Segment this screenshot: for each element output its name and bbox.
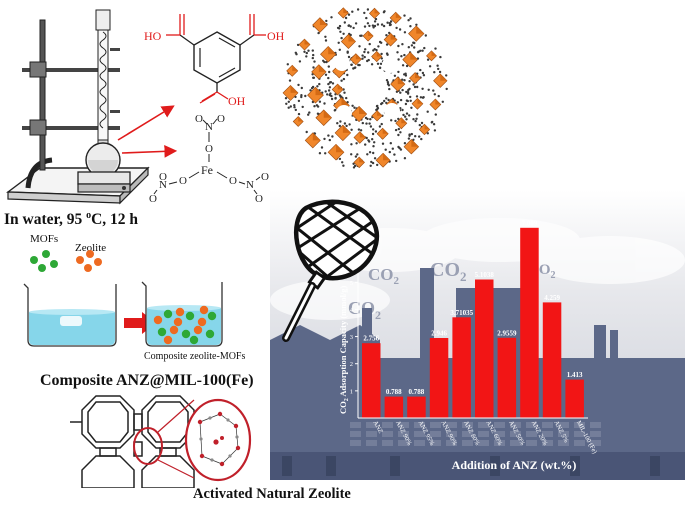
chart-value-label: 2.9559	[497, 329, 517, 337]
linker-group-top-left: HO	[144, 29, 162, 43]
svg-text:N: N	[246, 179, 254, 191]
svg-text:O: O	[179, 175, 187, 187]
chart-value-label: 0.788	[386, 388, 402, 396]
zeolite-framework-illustration	[70, 395, 252, 488]
trimesic-acid-structure: HO OH OH	[144, 14, 285, 108]
chart-value-label: 3.71035	[450, 309, 473, 317]
chart-y-axis-label: CO2 Adsorption Capacity (mmol/g)	[338, 285, 350, 414]
chart-value-label: 4.259	[544, 294, 560, 302]
zeolite-label: Zeolite	[75, 242, 107, 254]
chart-bar	[475, 279, 494, 418]
svg-text:O: O	[205, 143, 213, 155]
chart-bar	[542, 302, 562, 418]
chart-bar	[565, 379, 584, 418]
chart-bar	[520, 227, 539, 418]
zeolite-highlight-ring	[133, 427, 163, 465]
condition-suffix: C, 12 h	[91, 211, 139, 229]
svg-text:O: O	[261, 171, 269, 183]
chart-bar	[384, 396, 404, 418]
mofs-label: MOFs	[30, 233, 59, 245]
chart-value-label: 0.788	[409, 388, 425, 396]
y-tick-label: 2	[350, 361, 353, 368]
degree-superscript: o	[86, 210, 92, 221]
chart-bar	[429, 338, 449, 418]
chart-value-label: 7.009	[522, 219, 538, 227]
chart-bar	[362, 343, 381, 418]
reflux-apparatus-illustration	[5, 9, 150, 205]
condition-prefix: In water, 95	[4, 211, 87, 229]
zeolite-zoom-inset	[184, 398, 252, 482]
chart-value-label: 2.756	[363, 335, 379, 343]
synthesis-condition-label: In water, 95 oC, 12 h	[4, 210, 138, 229]
water-left	[29, 312, 115, 345]
svg-text:O: O	[149, 193, 157, 205]
chart-bar	[452, 317, 471, 418]
zeolite-title: Activated Natural Zeolite	[193, 486, 351, 502]
bg-co2-label-1: CO2	[368, 265, 400, 287]
y-tick-label: 3	[350, 334, 353, 341]
linker-group-top-right: OH	[267, 29, 285, 43]
svg-text:O: O	[195, 113, 203, 125]
chart-value-label: 1.413	[567, 371, 583, 379]
y-tick-label: 1	[350, 388, 353, 395]
mixing-beakers-illustration	[23, 250, 223, 347]
arrow-to-linker	[117, 105, 175, 141]
svg-text:O: O	[229, 175, 237, 187]
y-tick-label: 5	[350, 280, 353, 287]
chart-bar	[497, 337, 517, 418]
svg-text:O: O	[255, 193, 263, 205]
composite-title: Composite ANZ@MIL-100(Fe)	[40, 372, 254, 389]
mil-100-crystal-structure	[282, 7, 448, 169]
iron-nitrate-structure: O N O O Fe O N O O O N O O	[149, 113, 269, 205]
linker-group-bottom: OH	[228, 94, 246, 108]
svg-text:O: O	[159, 171, 167, 183]
bg-co2-label-2: CO2	[430, 259, 467, 284]
chart-bar	[407, 396, 426, 418]
y-tick-label: 4	[350, 307, 354, 314]
arrow-to-iron-nitrate	[121, 144, 178, 158]
svg-text:N: N	[205, 121, 213, 133]
chart-value-label: 2.946	[431, 330, 447, 338]
capture-net-icon	[282, 199, 380, 342]
reagent-arrows	[117, 105, 178, 158]
iron-atom-label: Fe	[201, 163, 213, 177]
composite-product-label: Composite zeolite-MOFs	[144, 351, 246, 362]
svg-text:N: N	[159, 179, 167, 191]
svg-text:O: O	[217, 113, 225, 125]
chart-value-label: 5.1038	[475, 271, 495, 279]
chart-x-axis-label: Addition of ANZ (wt.%)	[452, 458, 577, 472]
